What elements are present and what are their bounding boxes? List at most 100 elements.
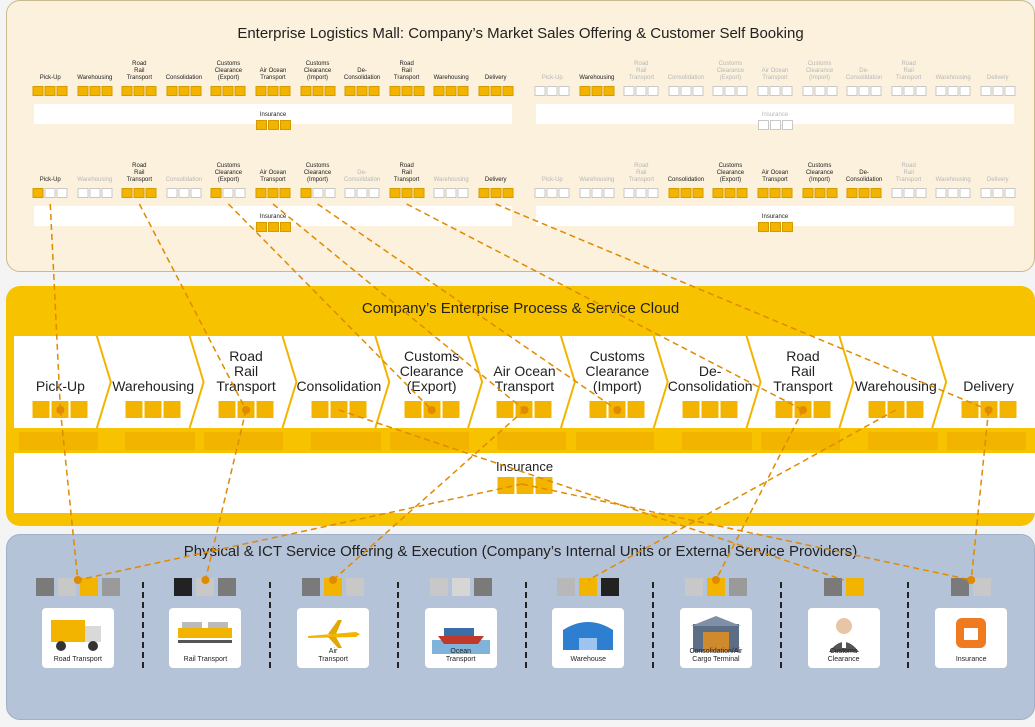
mall-step-boxes[interactable] — [579, 86, 615, 96]
mall-step-boxes[interactable] — [891, 188, 927, 198]
unit-box[interactable] — [845, 578, 864, 596]
mall-insurance-boxes[interactable] — [530, 120, 1020, 130]
mall-step-boxes[interactable] — [300, 86, 336, 96]
process-step[interactable]: Consolidation — [294, 336, 383, 428]
service-unit[interactable]: Rail Transport — [142, 578, 270, 708]
mall-insurance-boxes[interactable] — [28, 222, 518, 232]
process-step-boxes[interactable] — [311, 401, 367, 418]
mall-insurance-boxes[interactable] — [530, 222, 1020, 232]
unit-box[interactable] — [79, 578, 98, 596]
unit-card[interactable]: Rail Transport — [169, 608, 242, 668]
process-step-boxes[interactable] — [961, 401, 1017, 418]
mall-insurance[interactable]: Insurance — [28, 214, 518, 232]
unit-boxes[interactable] — [652, 578, 780, 596]
mall-step-boxes[interactable] — [478, 188, 514, 198]
mall-step[interactable]: Warehousing — [429, 58, 474, 102]
unit-box[interactable] — [951, 578, 970, 596]
mall-step-boxes[interactable] — [980, 86, 1016, 96]
mall-step[interactable]: Pick-Up — [530, 160, 575, 204]
unit-box[interactable] — [196, 578, 215, 596]
unit-box[interactable] — [728, 578, 747, 596]
mall-step-boxes[interactable] — [534, 86, 570, 96]
mall-step[interactable]: Pick-Up — [28, 58, 73, 102]
process-step-boxes[interactable] — [32, 401, 88, 418]
mall-step[interactable]: Delivery — [975, 58, 1020, 102]
mall-step[interactable]: Warehousing — [931, 58, 976, 102]
process-step-boxes[interactable] — [125, 401, 181, 418]
unit-box[interactable] — [324, 578, 343, 596]
process-step-boxes[interactable] — [496, 401, 552, 418]
mall-step-boxes[interactable] — [757, 86, 793, 96]
mall-insurance[interactable]: Insurance — [530, 112, 1020, 130]
mall-step[interactable]: Delivery — [975, 160, 1020, 204]
unit-boxes[interactable] — [269, 578, 397, 596]
mall-step[interactable]: Warehousing — [73, 58, 118, 102]
unit-box[interactable] — [451, 578, 470, 596]
unit-box[interactable] — [557, 578, 576, 596]
unit-box[interactable] — [601, 578, 620, 596]
mall-step[interactable]: De-Consolidation — [842, 58, 887, 102]
mall-step-boxes[interactable] — [757, 188, 793, 198]
unit-box[interactable] — [973, 578, 992, 596]
mall-step-boxes[interactable] — [846, 86, 882, 96]
unit-card[interactable]: Warehouse — [552, 608, 625, 668]
mall-step-boxes[interactable] — [344, 86, 380, 96]
mall-step-boxes[interactable] — [712, 188, 748, 198]
unit-boxes[interactable] — [907, 578, 1035, 596]
unit-boxes[interactable] — [525, 578, 653, 596]
process-step-boxes[interactable] — [218, 401, 274, 418]
mall-step[interactable]: Pick-Up — [28, 160, 73, 204]
mall-step-boxes[interactable] — [77, 86, 113, 96]
service-unit[interactable]: Warehouse — [525, 578, 653, 708]
mall-step-boxes[interactable] — [121, 86, 157, 96]
unit-box[interactable] — [346, 578, 365, 596]
mall-step-boxes[interactable] — [935, 86, 971, 96]
mall-step[interactable]: Warehousing — [575, 160, 620, 204]
mall-step-boxes[interactable] — [255, 86, 291, 96]
mall-step[interactable]: De-Consolidation — [340, 160, 385, 204]
mall-step-boxes[interactable] — [623, 188, 659, 198]
process-step-boxes[interactable] — [589, 401, 645, 418]
unit-box[interactable] — [473, 578, 492, 596]
unit-box[interactable] — [579, 578, 598, 596]
mall-step-boxes[interactable] — [210, 86, 246, 96]
process-step[interactable]: De-Consolidation — [666, 336, 755, 428]
mall-step-boxes[interactable] — [891, 86, 927, 96]
mall-step[interactable]: Consolidation — [664, 58, 709, 102]
mall-step-boxes[interactable] — [300, 188, 336, 198]
unit-box[interactable] — [684, 578, 703, 596]
mall-step-boxes[interactable] — [32, 86, 68, 96]
mall-step[interactable]: Warehousing — [429, 160, 474, 204]
mall-insurance[interactable]: Insurance — [530, 214, 1020, 232]
process-step[interactable]: Pick-Up — [16, 336, 105, 428]
mall-step[interactable]: Pick-Up — [530, 58, 575, 102]
mall-insurance[interactable]: Insurance — [28, 112, 518, 130]
mall-step-boxes[interactable] — [478, 86, 514, 96]
mall-step[interactable]: Consolidation — [664, 160, 709, 204]
mall-step[interactable]: Consolidation — [162, 160, 207, 204]
mall-step[interactable]: Delivery — [473, 58, 518, 102]
mall-step[interactable]: Warehousing — [73, 160, 118, 204]
mall-step-boxes[interactable] — [712, 86, 748, 96]
unit-box[interactable] — [218, 578, 237, 596]
mall-step-boxes[interactable] — [255, 188, 291, 198]
mall-step-boxes[interactable] — [935, 188, 971, 198]
mall-step-boxes[interactable] — [121, 188, 157, 198]
process-step[interactable]: Warehousing — [109, 336, 198, 428]
